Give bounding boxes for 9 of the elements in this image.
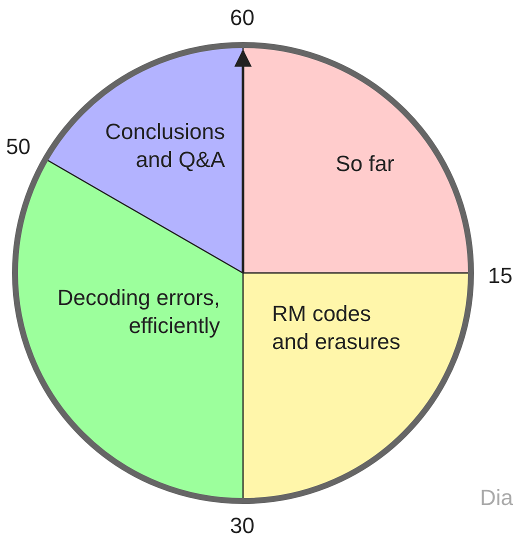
slice-label: Decoding errors, efficiently <box>56 284 220 340</box>
slice-label: So far <box>334 150 396 178</box>
slice-label: RM codes and erasures <box>272 300 402 356</box>
partial-text: Dia <box>480 484 514 512</box>
slice-label: Conclusions and Q&A <box>104 118 225 174</box>
tick-label: 50 <box>6 133 30 161</box>
tick-label: 30 <box>230 512 254 540</box>
tick-label: 60 <box>230 4 254 32</box>
tick-label: 15 <box>488 262 512 290</box>
